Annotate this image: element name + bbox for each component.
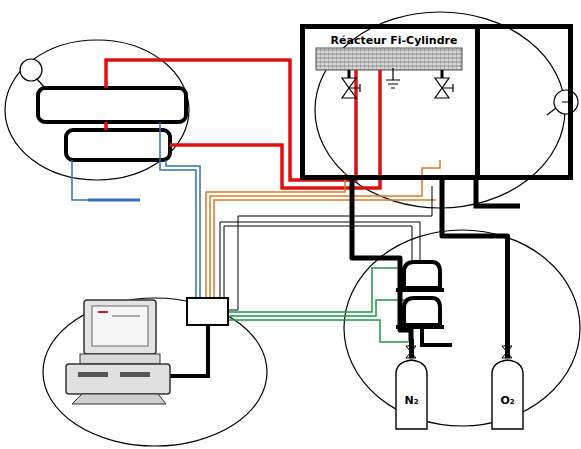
reactor-box: Réacteur Fi-Cylindre bbox=[300, 24, 573, 180]
gas-cylinder: N₂ bbox=[395, 358, 428, 430]
power-supply bbox=[38, 88, 186, 122]
callout-bubble bbox=[554, 90, 578, 114]
reactor-title: Réacteur Fi-Cylindre bbox=[331, 34, 458, 47]
flow-controller bbox=[404, 262, 440, 325]
gas-label: O₂ bbox=[500, 394, 514, 407]
gas-label: N₂ bbox=[404, 394, 418, 407]
computer-icon bbox=[66, 300, 170, 404]
reactor-divider bbox=[475, 29, 480, 175]
gas-line bbox=[352, 180, 412, 358]
power-supply bbox=[66, 130, 170, 160]
ground-symbol bbox=[386, 68, 400, 88]
gas-line bbox=[442, 180, 508, 358]
valve-symbol bbox=[342, 78, 453, 98]
junction-box bbox=[187, 298, 228, 325]
callout-bubble bbox=[20, 59, 42, 81]
electrode-cylinder bbox=[316, 48, 462, 70]
gas-cylinder: O₂ bbox=[491, 358, 524, 430]
